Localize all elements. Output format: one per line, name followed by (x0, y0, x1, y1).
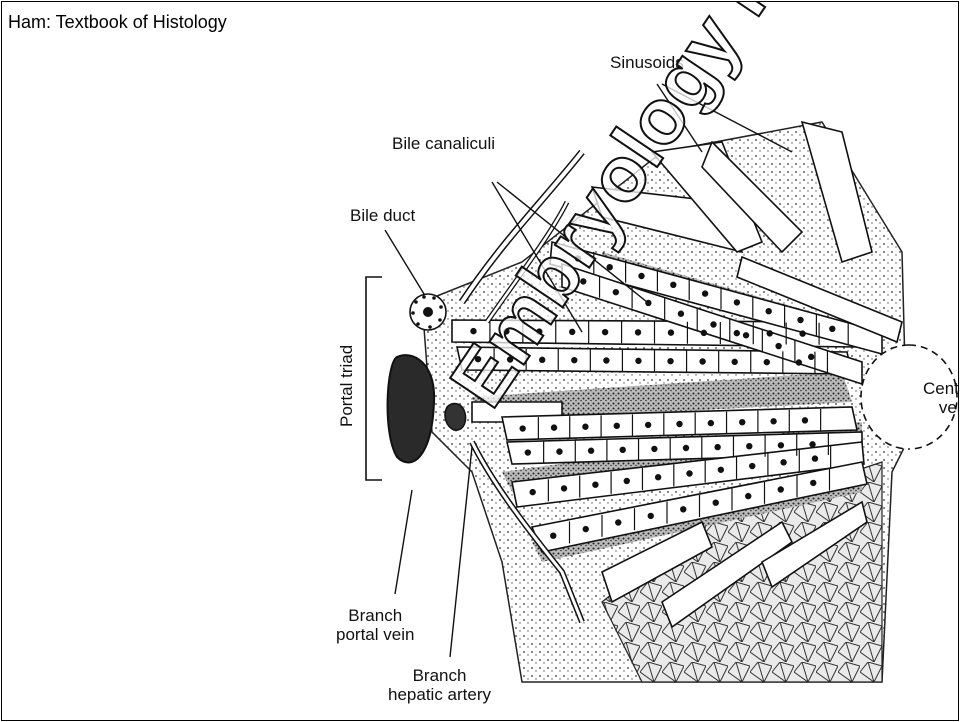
cell-nucleus (703, 291, 708, 296)
cell-nucleus (588, 448, 593, 453)
cell-nucleus (732, 359, 737, 364)
cell-nucleus (800, 331, 805, 336)
cell-nucleus (810, 442, 815, 447)
cell-nucleus (830, 326, 835, 331)
cell-nucleus (575, 256, 580, 261)
cell-nucleus (668, 330, 673, 335)
cell-nucleus (743, 333, 748, 338)
cell-nucleus (656, 475, 661, 480)
cell-nucleus (537, 329, 542, 334)
label-portal-triad: Portal triad (338, 345, 357, 427)
cell-nucleus (715, 444, 720, 449)
label-branch-portal-vein: Branch portal vein (336, 607, 414, 644)
cell-nucleus (734, 331, 739, 336)
cell-nucleus (747, 444, 752, 449)
cell-nucleus (620, 447, 625, 452)
cell-nucleus (708, 420, 713, 425)
label-bile-canaliculi: Bile canaliculi (392, 135, 495, 154)
label-bile-duct: Bile duct (350, 207, 415, 226)
cell-nucleus (767, 331, 772, 336)
cell-nucleus (713, 500, 718, 505)
cell-nucleus (771, 419, 776, 424)
cell-nucleus (604, 358, 609, 363)
cell-nucleus (740, 420, 745, 425)
cell-nucleus (681, 507, 686, 512)
label-central-vein-line2: vein (931, 399, 959, 418)
cell-nucleus (508, 357, 513, 362)
cell-nucleus (668, 359, 673, 364)
cell-nucleus (778, 443, 783, 448)
cell-nucleus (764, 360, 769, 365)
cell-nucleus (624, 478, 629, 483)
cell-nucleus (711, 322, 716, 327)
cell-nucleus (750, 463, 755, 468)
cell-nucleus (671, 282, 676, 287)
cell-nucleus (776, 343, 781, 348)
cell-nucleus (583, 527, 588, 532)
cell-nucleus (551, 533, 556, 538)
cell-nucleus (746, 494, 751, 499)
label-central-vein: Central vein (923, 380, 959, 417)
cell-nucleus (504, 329, 509, 334)
cell-nucleus (551, 425, 556, 430)
label-branch-portal-vein-line2: portal vein (336, 626, 414, 645)
cell-nucleus (811, 480, 816, 485)
label-branch-hepatic-artery-line2: hepatic artery (388, 686, 491, 705)
cell-nucleus (561, 486, 566, 491)
cell-nucleus (701, 330, 706, 335)
cell-nucleus (809, 354, 814, 359)
cell-nucleus (557, 449, 562, 454)
cell-nucleus (636, 358, 641, 363)
cell-nucleus (540, 357, 545, 362)
cell-nucleus (607, 265, 612, 270)
label-branch-hepatic-artery: Branch hepatic artery (388, 667, 491, 704)
label-branch-portal-vein-line1: Branch (336, 607, 414, 626)
cell-nucleus (798, 317, 803, 322)
cell-nucleus (734, 300, 739, 305)
cell-nucleus (603, 330, 608, 335)
cell-nucleus (616, 520, 621, 525)
cell-nucleus (796, 360, 801, 365)
cell-nucleus (677, 421, 682, 426)
cell-nucleus (652, 446, 657, 451)
label-branch-hepatic-artery-line1: Branch (388, 667, 491, 686)
cell-nucleus (812, 456, 817, 461)
cell-nucleus (639, 273, 644, 278)
cell-nucleus (781, 460, 786, 465)
cell-nucleus (525, 450, 530, 455)
cell-nucleus (614, 423, 619, 428)
cell-nucleus (471, 329, 476, 334)
cell-nucleus (593, 482, 598, 487)
cell-nucleus (646, 422, 651, 427)
cell-nucleus (683, 445, 688, 450)
cell-nucleus (520, 426, 525, 431)
cell-nucleus (778, 487, 783, 492)
cell-nucleus (613, 290, 618, 295)
cell-nucleus (687, 471, 692, 476)
cell-nucleus (802, 418, 807, 423)
cell-nucleus (572, 358, 577, 363)
cell-nucleus (678, 311, 683, 316)
label-central-vein-line1: Central (923, 380, 959, 399)
cell-nucleus (570, 329, 575, 334)
cell-nucleus (700, 359, 705, 364)
cell-nucleus (583, 424, 588, 429)
cell-nucleus (648, 513, 653, 518)
cell-nucleus (581, 279, 586, 284)
cell-nucleus (530, 490, 535, 495)
cell-nucleus (718, 467, 723, 472)
label-sinusoids: Sinusoids (610, 54, 684, 73)
cell-nucleus (475, 357, 480, 362)
cell-nucleus (635, 330, 640, 335)
cell-nucleus (766, 309, 771, 314)
